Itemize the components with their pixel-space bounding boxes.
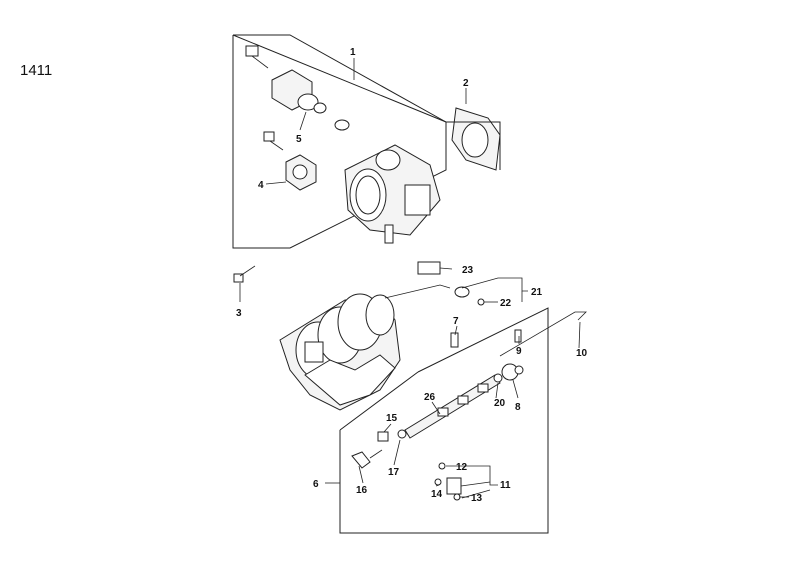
callout-20: 20 (494, 398, 506, 409)
callout-11: 11 (500, 480, 511, 491)
callout-1: 1 (350, 47, 356, 58)
intake-manifold (279, 293, 401, 411)
callout-14: 14 (431, 489, 443, 500)
callout-15: 15 (386, 413, 398, 424)
fuel-rail-clip (450, 332, 459, 348)
callout-22: 22 (500, 298, 512, 309)
fuel-rail-group-frame (339, 307, 549, 534)
throttle-position-sensor (263, 131, 317, 191)
throttle-body (344, 144, 441, 244)
callout-3: 3 (236, 308, 242, 319)
callout-16: 16 (356, 485, 368, 496)
throttle-body-gasket (446, 107, 501, 171)
callout-26: 26 (424, 392, 436, 403)
callout-10: 10 (576, 348, 588, 359)
callout-5: 5 (296, 134, 302, 145)
figure-number: 1411 (20, 62, 53, 79)
callout-9: 9 (516, 346, 522, 357)
callout-7: 7 (453, 316, 459, 327)
callout-6: 6 (313, 479, 319, 490)
fuel-rail-frame-edge (339, 371, 419, 431)
o-ring (493, 373, 503, 383)
mounting-bolt (233, 265, 256, 283)
callout-13: 13 (471, 493, 483, 504)
callout-12: 12 (456, 462, 468, 473)
callout-17: 17 (388, 467, 400, 478)
fuel-feed-pipe (384, 261, 485, 306)
callout-23: 23 (462, 265, 474, 276)
callout-leaders (239, 58, 581, 499)
callout-4: 4 (258, 180, 264, 191)
fuel-injector (434, 462, 462, 501)
throttle-body-group-frame-top (233, 34, 447, 123)
bracket-rod (499, 311, 587, 357)
idle-air-control-valve (245, 45, 350, 131)
callout-21: 21 (531, 287, 543, 298)
pressure-regulator-screw (514, 329, 522, 343)
callout-8: 8 (515, 402, 521, 413)
fuel-rail (404, 363, 524, 439)
callout-2: 2 (463, 78, 469, 89)
injector-connector (351, 429, 407, 469)
